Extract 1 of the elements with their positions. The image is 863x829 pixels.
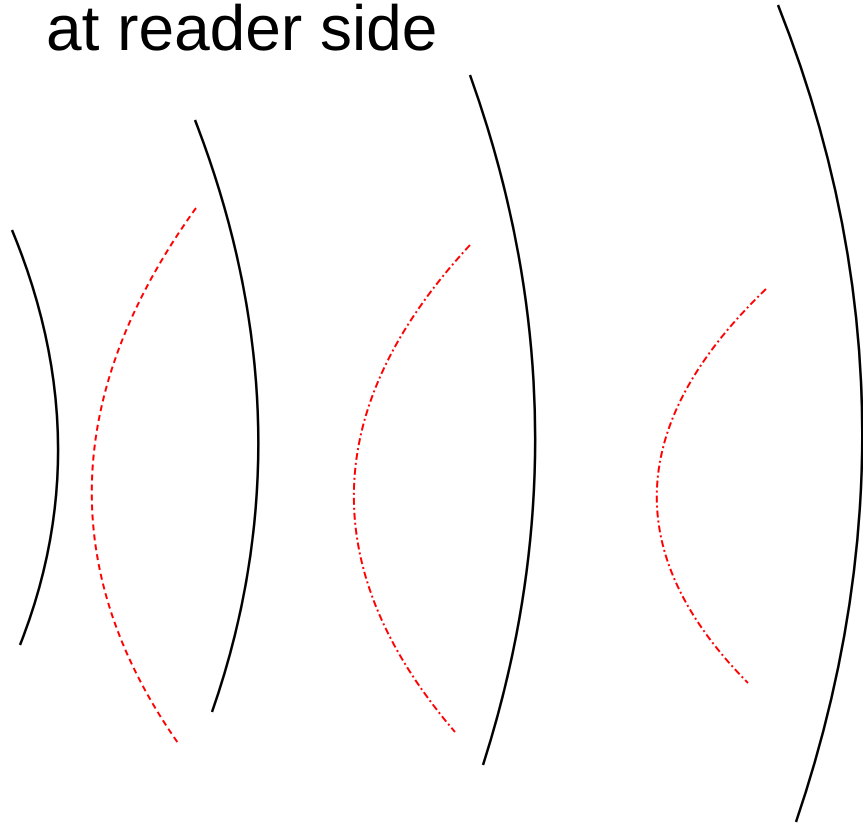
heading-text: at reader side xyxy=(46,0,438,60)
